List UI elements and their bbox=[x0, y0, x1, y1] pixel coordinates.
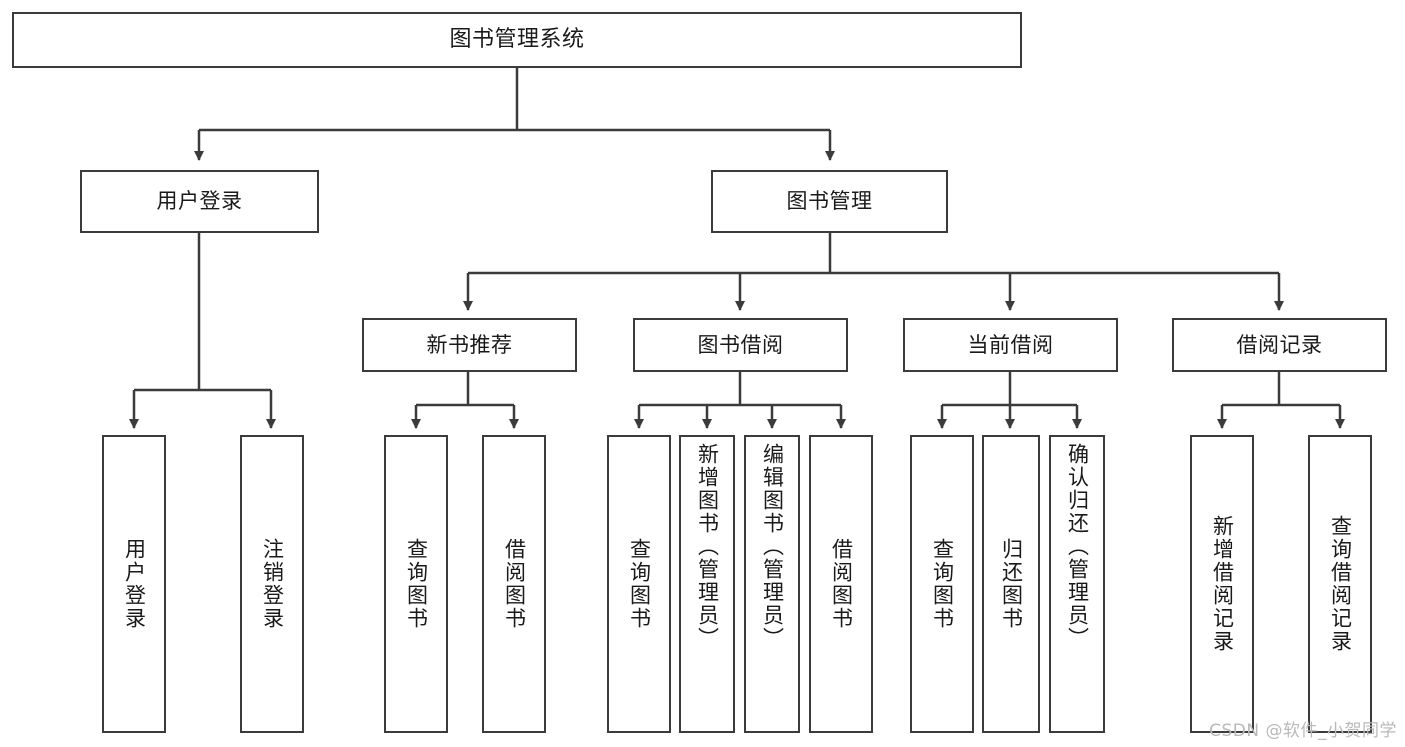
node-borrow-record[interactable]: 借阅记录 bbox=[1172, 318, 1387, 372]
node-label: 图书管理 bbox=[786, 189, 873, 214]
node-label: 确认归还（管理员） bbox=[1065, 443, 1090, 650]
node-label: 借阅图书 bbox=[829, 538, 854, 630]
node-label: 图书借阅 bbox=[697, 332, 784, 357]
node-label: 当前借阅 bbox=[967, 332, 1054, 357]
watermark-text: CSDN @软件_小贺同学 bbox=[1209, 721, 1397, 741]
node-book-management[interactable]: 图书管理 bbox=[711, 170, 948, 233]
leaf-return-book[interactable]: 归还图书 bbox=[982, 435, 1040, 733]
node-label: 编辑图书（管理员） bbox=[760, 443, 785, 650]
leaf-confirm-return-admin[interactable]: 确认归还（管理员） bbox=[1049, 435, 1105, 733]
node-label: 新增借阅记录 bbox=[1210, 515, 1235, 653]
node-label: 归还图书 bbox=[999, 538, 1024, 630]
leaf-borrow-book-rec[interactable]: 借阅图书 bbox=[482, 435, 546, 733]
leaf-user-login[interactable]: 用户登录 bbox=[102, 435, 166, 733]
node-label: 查询图书 bbox=[930, 538, 955, 630]
leaf-query-book-rec[interactable]: 查询图书 bbox=[384, 435, 448, 733]
node-label: 查询图书 bbox=[627, 538, 652, 630]
node-label: 查询借阅记录 bbox=[1328, 515, 1353, 653]
node-root-system[interactable]: 图书管理系统 bbox=[12, 12, 1022, 68]
node-label: 图书管理系统 bbox=[449, 27, 585, 53]
leaf-add-book-admin[interactable]: 新增图书（管理员） bbox=[679, 435, 735, 733]
leaf-query-borrow-record[interactable]: 查询借阅记录 bbox=[1308, 435, 1372, 733]
node-label: 借阅图书 bbox=[502, 538, 527, 630]
node-new-book-recommend[interactable]: 新书推荐 bbox=[362, 318, 577, 372]
leaf-add-borrow-record[interactable]: 新增借阅记录 bbox=[1190, 435, 1254, 733]
leaf-logout[interactable]: 注销登录 bbox=[240, 435, 304, 733]
node-label: 用户登录 bbox=[156, 189, 243, 214]
node-label: 借阅记录 bbox=[1236, 332, 1323, 357]
node-current-borrow[interactable]: 当前借阅 bbox=[903, 318, 1118, 372]
node-user-login[interactable]: 用户登录 bbox=[80, 170, 319, 233]
leaf-borrow-book[interactable]: 借阅图书 bbox=[809, 435, 873, 733]
node-label: 用户登录 bbox=[122, 538, 147, 630]
leaf-query-book-current[interactable]: 查询图书 bbox=[910, 435, 974, 733]
leaf-query-book-borrow[interactable]: 查询图书 bbox=[607, 435, 671, 733]
node-label: 新增图书（管理员） bbox=[695, 443, 720, 650]
node-book-borrow[interactable]: 图书借阅 bbox=[633, 318, 848, 372]
node-label: 注销登录 bbox=[260, 538, 285, 630]
leaf-edit-book-admin[interactable]: 编辑图书（管理员） bbox=[744, 435, 800, 733]
node-label: 查询图书 bbox=[404, 538, 429, 630]
node-label: 新书推荐 bbox=[426, 332, 513, 357]
